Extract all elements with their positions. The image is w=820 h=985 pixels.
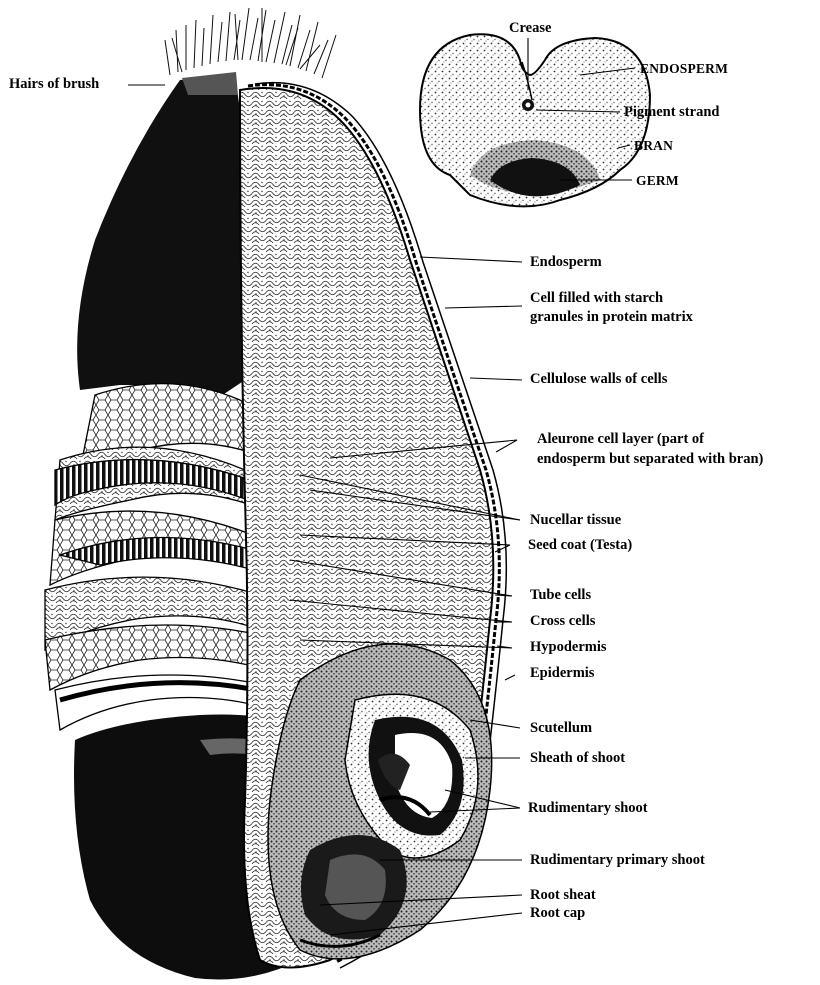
label-seed-coat: Seed coat (Testa) [528, 537, 632, 554]
label-hairs-of-brush: Hairs of brush [9, 76, 99, 93]
label-root-cap: Root cap [530, 905, 585, 922]
brush-hairs [165, 8, 336, 78]
label-nucellar-tissue: Nucellar tissue [530, 512, 621, 529]
label-sheath-of-shoot: Sheath of shoot [530, 750, 625, 767]
label-rudimentary-shoot: Rudimentary shoot [528, 800, 648, 817]
label-tube-cells: Tube cells [530, 587, 591, 604]
label-crease: Crease [509, 20, 551, 37]
label-endosperm-caps: ENDOSPERM [640, 60, 728, 77]
label-cell-filled-line2: granules in protein matrix [530, 309, 693, 326]
label-germ: GERM [636, 172, 679, 189]
label-epidermis: Epidermis [530, 665, 594, 682]
label-rudimentary-primary-shoot: Rudimentary primary shoot [530, 852, 705, 869]
label-root-sheat: Root sheat [530, 887, 596, 904]
label-cellulose-walls: Cellulose walls of cells [530, 371, 667, 388]
label-pigment-strand: Pigment strand [624, 104, 719, 121]
label-aleurone-line1: Aleurone cell layer (part of [537, 431, 704, 448]
label-aleurone-line2: endosperm but separated with bran) [537, 451, 763, 468]
outer-bran-dark [77, 75, 245, 400]
label-cell-filled-line1: Cell filled with starch [530, 290, 663, 307]
label-bran: BRAN [634, 137, 673, 154]
label-hypodermis: Hypodermis [530, 639, 607, 656]
label-cross-cells: Cross cells [530, 613, 595, 630]
germ-region [268, 644, 492, 959]
cross-section-inset [420, 34, 650, 206]
label-scutellum: Scutellum [530, 720, 592, 737]
label-endosperm: Endosperm [530, 254, 602, 271]
